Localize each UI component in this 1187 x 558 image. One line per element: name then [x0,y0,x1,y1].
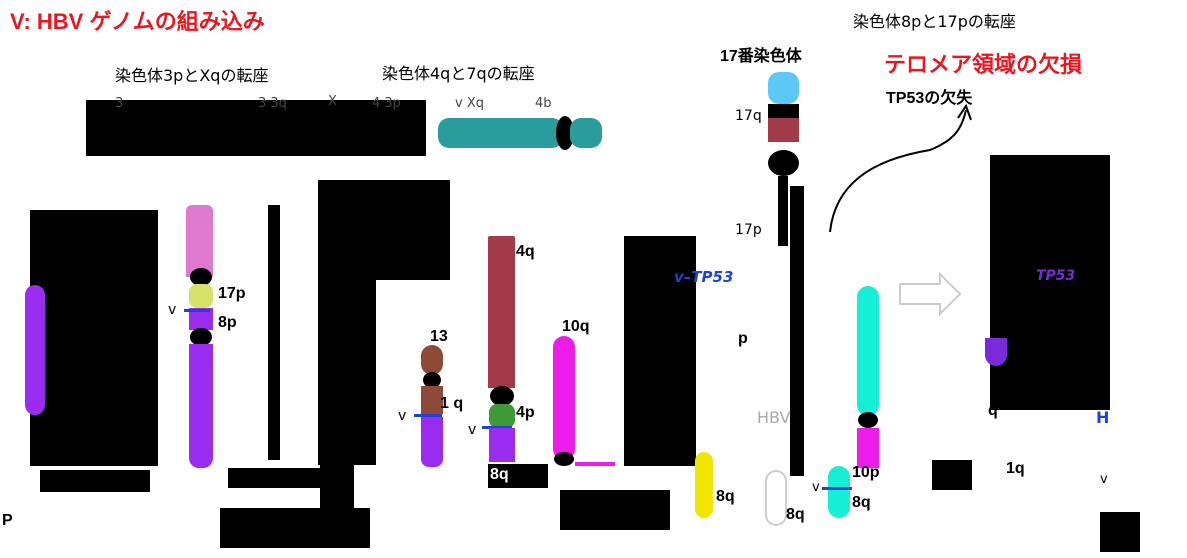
yellow-green-band [189,284,213,308]
top-label-4b: 4b [535,96,552,111]
magenta-10q-chromosome [553,336,575,460]
page-title: V: HBV ゲノムの組み込み [10,9,265,34]
brown-13-lower [421,386,443,414]
label-1q: 1 q [440,395,464,412]
telomere-deletion-label: テロメア領域の欠損 [884,52,1083,77]
teal-chromosome-right [570,118,602,148]
label-v-right: v [1100,472,1108,487]
chr17-centromere [768,150,799,176]
label-8q-a: 8q [490,466,509,483]
tp53-loss-label: TP53の欠失 [886,90,973,107]
top-label-3q: 3 3q [258,96,287,111]
label-p-left: P [2,512,13,529]
label-v-4p: v [468,422,477,438]
teal-chromosome-left [438,118,563,148]
chr17-q-arm [778,176,788,246]
chr17-q-label: 17q [735,108,762,124]
label-13: 13 [430,328,448,345]
purple-edge-chromosome [25,285,45,415]
label-1q-b: 1q [1006,460,1025,477]
redacted-block-top-left [86,100,426,156]
caption-translocation-8p-17p: 染色体8pと17pの転座 [853,12,1016,31]
redacted-strip-left [46,298,56,408]
redacted-strip-bottom-c [220,508,370,548]
cyan-chromosome [857,286,879,416]
magenta-lower-arm [857,428,879,468]
chr17-title: 17番染色体 [720,48,802,65]
redacted-bar-c [1080,325,1100,410]
chr4-centromere [490,386,514,406]
label-tp53-right: TP53 [1036,268,1076,284]
green-4p-band [489,404,515,428]
outline-chromosome [765,470,787,526]
redacted-bar-b [790,186,804,476]
label-h: H [1096,408,1110,427]
chr17-band-maroon [768,118,799,142]
label-17p: 17p [218,285,246,302]
label-8q-d: 8q [852,494,871,511]
chr10-centromere [554,452,574,466]
integration-line-cyan [822,487,852,490]
chr17-p-arm-upper [768,72,799,104]
redacted-block-8q [488,464,548,488]
magenta-stub [575,462,615,466]
maroon-4q-arm [488,236,515,388]
caption-translocation-4q-7q: 染色体4qと7qの転座 [382,64,535,83]
label-v-cyan: v [812,480,820,495]
label-8q-c: 8q [786,506,805,523]
label-10q: 10q [562,318,590,335]
redacted-bar-a [268,205,280,460]
label-hbv: HBV [757,408,791,427]
fusion-centromere-upper [190,268,212,286]
fusion-centromere-lower [190,328,212,346]
top-label-4-3p: 4 3p [372,96,401,111]
redacted-strip-bottom-b [228,468,328,488]
top-label-3: 3 [115,96,124,111]
redacted-block-center [318,280,376,465]
purple-band-upper [189,308,213,330]
redacted-strip-bottom-d [560,490,670,530]
redacted-block-bottom-right [1100,512,1140,552]
redacted-strip-bottom-a [40,470,150,492]
purple-fragment [985,338,1007,366]
purple-arm-4p [489,428,515,462]
caption-translocation-3p-xq: 染色体3pとXqの転座 [115,66,269,85]
teal-centromere [556,116,574,150]
fusion-integration-line [184,309,210,312]
cyan-centromere [858,412,878,428]
chr17-p-label: 17p [735,222,762,238]
yellow-chromosome [695,452,713,518]
chr13-centromere [423,372,441,388]
purple-arm-13 [421,417,443,467]
top-label-x: X [328,94,337,109]
brown-13-arm [421,345,443,375]
redacted-block-right-center [624,236,696,466]
label-v-13: v [398,408,407,424]
label-8q-b: 8q [716,488,735,505]
label-p: p [738,330,748,347]
pink-arm [186,205,213,277]
chr17-band-dark [768,104,799,118]
purple-long-arm [189,344,213,468]
redacted-block-center-top [318,180,450,280]
label-4q: 4q [516,243,535,260]
label-v-tp53: v–TP53 [674,268,734,286]
integration-line-4p [482,426,512,429]
label-4p: 4p [516,404,535,421]
label-v-fusion: v [168,302,177,318]
integration-line-13 [414,414,442,417]
top-label-v-xq: v Xq [455,96,484,111]
cyan-small-chromosome [828,466,850,518]
redacted-block-1q [932,460,972,490]
label-10p: 10p [852,464,880,481]
label-q: q [988,402,998,419]
label-8p: 8p [218,314,237,331]
